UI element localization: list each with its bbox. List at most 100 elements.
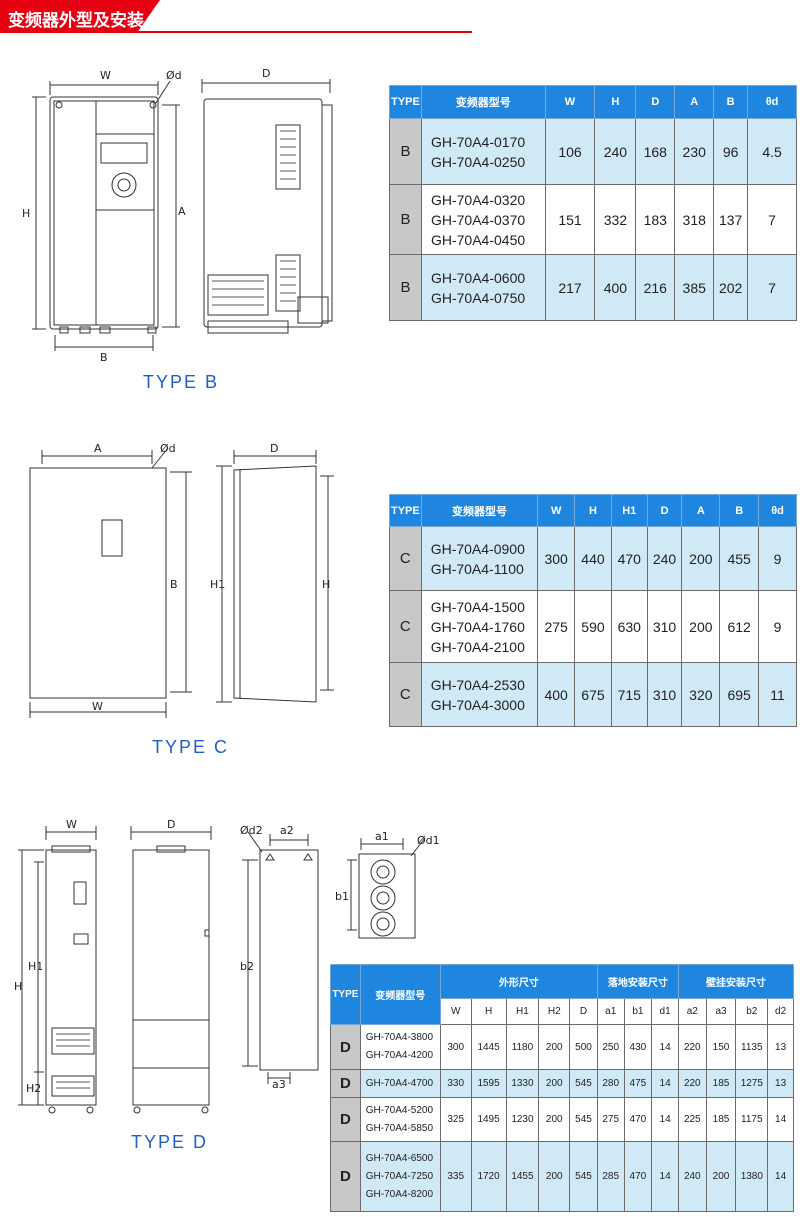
type-b-side-drawing: D — [201, 67, 333, 334]
dim-b1-label: b1 — [335, 890, 349, 903]
value-cell: 200 — [705, 1141, 737, 1212]
value-cell: 325 — [439, 1097, 472, 1142]
type-d-table: TYPE 变频器型号 外形尺寸 落地安装尺寸 壁挂安装尺寸 W H H1 H2 … — [330, 964, 795, 1212]
value-cell: 275 — [537, 590, 576, 663]
dim-a-label: A — [178, 205, 186, 218]
type-d-sub-header-cell: a2 — [677, 998, 707, 1025]
value-cell: 168 — [635, 118, 676, 185]
model-name: GH-70A4-2530 — [430, 676, 525, 693]
value-cell: 440 — [574, 526, 612, 591]
value-cell: 455 — [719, 526, 760, 591]
model-name: GH-70A4-5200 — [365, 1104, 434, 1116]
value-cell: 250 — [596, 1024, 625, 1070]
dim-d-label: D — [262, 67, 270, 80]
value-cell: 320 — [681, 662, 721, 727]
dim-h-label: H — [322, 578, 330, 591]
value-cell: 1275 — [735, 1069, 769, 1098]
type-d-label: TYPE D — [131, 1132, 209, 1152]
value-cell: 715 — [610, 662, 648, 727]
type-c-header-cell: 变频器型号 — [420, 494, 539, 527]
value-cell: 1135 — [735, 1024, 769, 1070]
value-cell: 1180 — [505, 1024, 540, 1070]
value-cell: 13 — [767, 1024, 794, 1070]
value-cell: 7 — [747, 254, 797, 321]
value-cell: 13 — [767, 1069, 794, 1098]
value-cell: 545 — [569, 1069, 598, 1098]
type-d-sub-header-cell: d2 — [767, 998, 794, 1025]
dim-d-label: D — [167, 818, 175, 831]
type-d-header-cell: 落地安装尺寸 — [596, 964, 679, 999]
value-cell: 695 — [719, 662, 760, 727]
value-cell: 385 — [674, 254, 715, 321]
type-c-header-cell: θd — [758, 494, 797, 527]
value-cell: 280 — [596, 1069, 625, 1098]
value-cell: 106 — [544, 118, 596, 185]
model-name: GH-70A4-1100 — [430, 560, 524, 577]
value-cell: 470 — [610, 526, 648, 591]
value-cell: 675 — [574, 662, 612, 727]
type-b-header-cell: H — [594, 85, 637, 119]
value-cell: 200 — [538, 1024, 571, 1070]
model-name: GH-70A4-0450 — [430, 231, 526, 248]
dim-d2-label: Ød2 — [240, 824, 263, 837]
dim-w-label: W — [66, 818, 77, 831]
value-cell: 1455 — [505, 1141, 540, 1212]
type-c-header-cell: H1 — [610, 494, 648, 527]
value-cell: 14 — [767, 1097, 794, 1142]
value-cell: 200 — [538, 1141, 571, 1212]
model-name: GH-70A4-3000 — [430, 696, 525, 713]
value-cell: 9 — [758, 590, 797, 663]
value-cell: 1445 — [470, 1024, 507, 1070]
value-cell: 590 — [574, 590, 612, 663]
value-cell: 475 — [623, 1069, 653, 1098]
value-cell: 612 — [719, 590, 760, 663]
type-c-side-drawing: D H1 H — [210, 442, 334, 703]
type-cell: C — [389, 590, 422, 663]
type-cell: C — [389, 662, 422, 727]
model-name: GH-70A4-4200 — [365, 1050, 434, 1061]
type-d-side-drawing: D — [130, 818, 212, 1114]
value-cell: 220 — [677, 1024, 707, 1070]
value-cell: 285 — [596, 1141, 625, 1212]
dim-h1-label: H1 — [28, 960, 43, 973]
model-cell: GH-70A4-4700 — [359, 1069, 441, 1098]
value-cell: 14 — [767, 1141, 794, 1212]
type-d-header-cell: TYPE — [330, 964, 361, 1025]
value-cell: 630 — [610, 590, 648, 663]
type-c-header-cell: H — [574, 494, 612, 527]
type-cell: D — [330, 1069, 361, 1098]
value-cell: 230 — [674, 118, 715, 185]
type-d-sub-header-cell: a3 — [705, 998, 737, 1025]
dim-b-label: B — [100, 351, 108, 364]
type-d-group-header-row: TYPE 变频器型号 外形尺寸 落地安装尺寸 壁挂安装尺寸 — [330, 964, 795, 1025]
type-c-header-cell: A — [681, 494, 721, 527]
value-cell: 202 — [713, 254, 749, 321]
value-cell: 400 — [537, 662, 576, 727]
type-d-header-cell: 外形尺寸 — [439, 964, 598, 999]
type-cell: B — [389, 254, 422, 321]
dim-b2-label: b2 — [240, 960, 254, 973]
type-d-sub-header-cell: W — [439, 998, 472, 1025]
value-cell: 470 — [623, 1097, 653, 1142]
model-name: GH-70A4-0320 — [430, 191, 526, 208]
value-cell: 200 — [681, 526, 721, 591]
dim-w-label: W — [92, 700, 103, 713]
header-tab — [0, 0, 160, 32]
type-cell: D — [330, 1024, 361, 1070]
value-cell: 11 — [758, 662, 797, 727]
type-cell: B — [389, 184, 422, 255]
value-cell: 151 — [544, 184, 596, 255]
value-cell: 220 — [677, 1069, 707, 1098]
value-cell: 14 — [651, 1024, 679, 1070]
dim-d1-label: Ød1 — [417, 834, 440, 847]
type-b-header-cell: B — [713, 85, 749, 119]
